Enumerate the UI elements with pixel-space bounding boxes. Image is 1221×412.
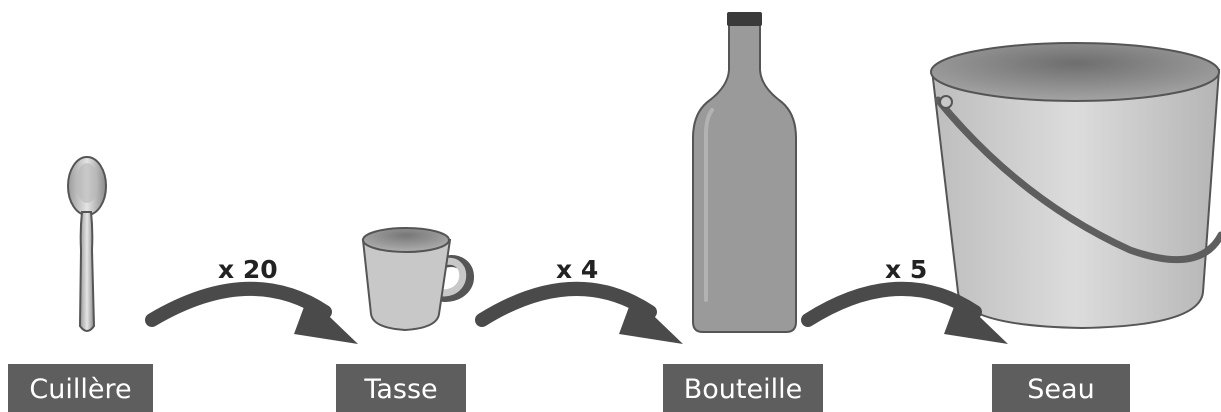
- arrow-spoon-to-cup: [145, 281, 358, 344]
- arrow-cup-to-bottle: [475, 281, 683, 344]
- factor-spoon-to-cup: x 20: [218, 255, 278, 284]
- factor-bottle-to-bucket: x 5: [885, 255, 928, 284]
- bottle-icon: [692, 12, 797, 333]
- factor-cup-to-bottle: x 4: [556, 255, 599, 284]
- bucket-icon: [930, 42, 1221, 330]
- cup-icon: [361, 227, 474, 332]
- label-bucket: Seau: [992, 364, 1130, 412]
- arrow-bottle-to-bucket: [801, 281, 1008, 344]
- label-spoon: Cuillère: [8, 364, 153, 412]
- label-cup: Tasse: [336, 364, 466, 412]
- label-bottle: Bouteille: [663, 364, 823, 412]
- spoon-icon: [67, 156, 107, 332]
